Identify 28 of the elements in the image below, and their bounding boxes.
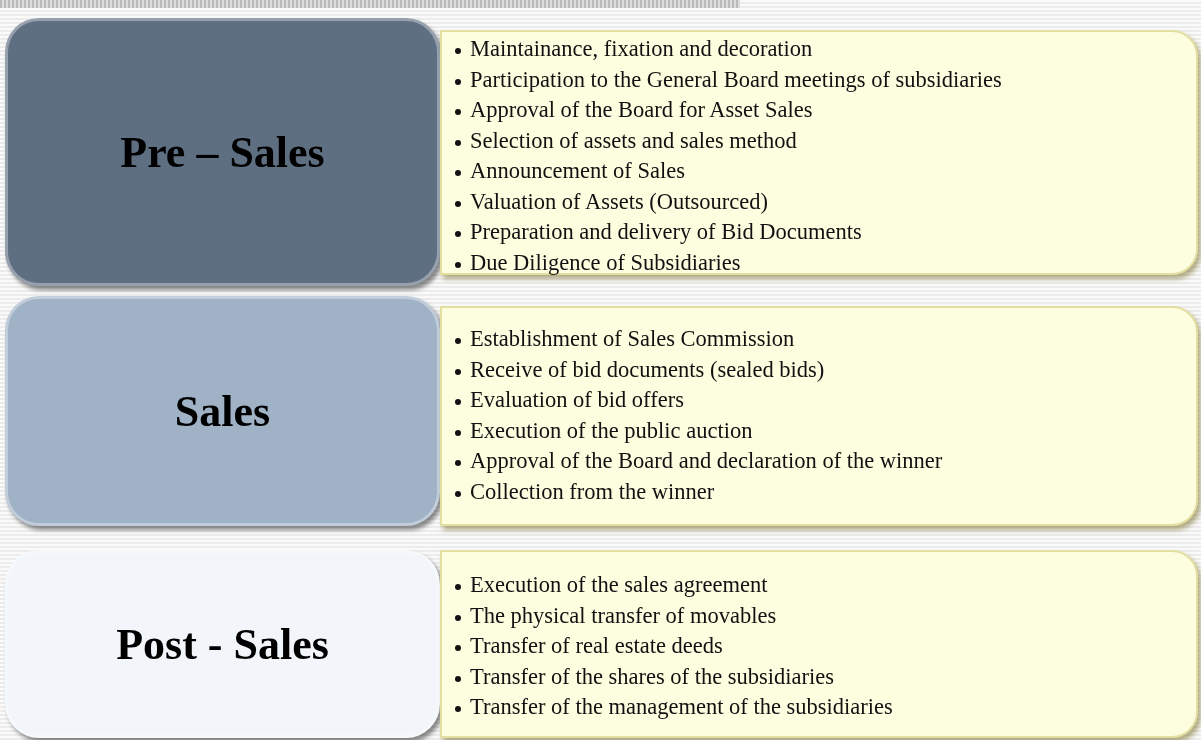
task-item: Due Diligence of Subsidiaries xyxy=(470,248,742,277)
task-item: Preparation and delivery of Bid Documents xyxy=(470,218,863,246)
phase-title: Pre – Sales xyxy=(120,126,325,178)
task-item: Evaluation of bid offers xyxy=(470,386,685,414)
task-item: Participation to the General Board meetings of subsidiaries xyxy=(470,65,1003,94)
phase-box xyxy=(5,550,440,738)
phase-box xyxy=(5,18,440,286)
task-item: Approval of the Board and declaration of the winner xyxy=(470,447,944,475)
task-item: Receive of bid documents (sealed bids) xyxy=(470,355,826,384)
task-list-box xyxy=(440,306,1198,526)
task-item: Valuation of Assets (Outsourced) xyxy=(470,187,770,216)
task-list-box xyxy=(440,30,1198,275)
task-item: Approval of the Board for Asset Sales xyxy=(470,96,814,124)
task-item: Execution of the public auction xyxy=(470,416,754,445)
task-item: Establishment of Sales Commission xyxy=(470,325,796,353)
task-item: Maintainance, fixation and decoration xyxy=(470,35,814,63)
task-item: Collection from the winner xyxy=(470,477,716,506)
phase-title: Sales xyxy=(174,385,271,437)
task-item: Execution of the sales agreement xyxy=(470,571,769,599)
task-list-box xyxy=(440,550,1198,738)
task-item: The physical transfer of movables xyxy=(470,601,778,630)
task-item: Transfer of the management of the subsidiaries xyxy=(470,693,894,721)
task-item: Transfer of the shares of the subsidiaries xyxy=(470,662,836,691)
phase-box xyxy=(5,296,440,526)
task-item: Announcement of Sales xyxy=(470,157,686,185)
task-item: Transfer of real estate deeds xyxy=(470,632,724,660)
phase-title: Post - Sales xyxy=(116,618,329,670)
task-item: Selection of assets and sales method xyxy=(470,126,798,155)
